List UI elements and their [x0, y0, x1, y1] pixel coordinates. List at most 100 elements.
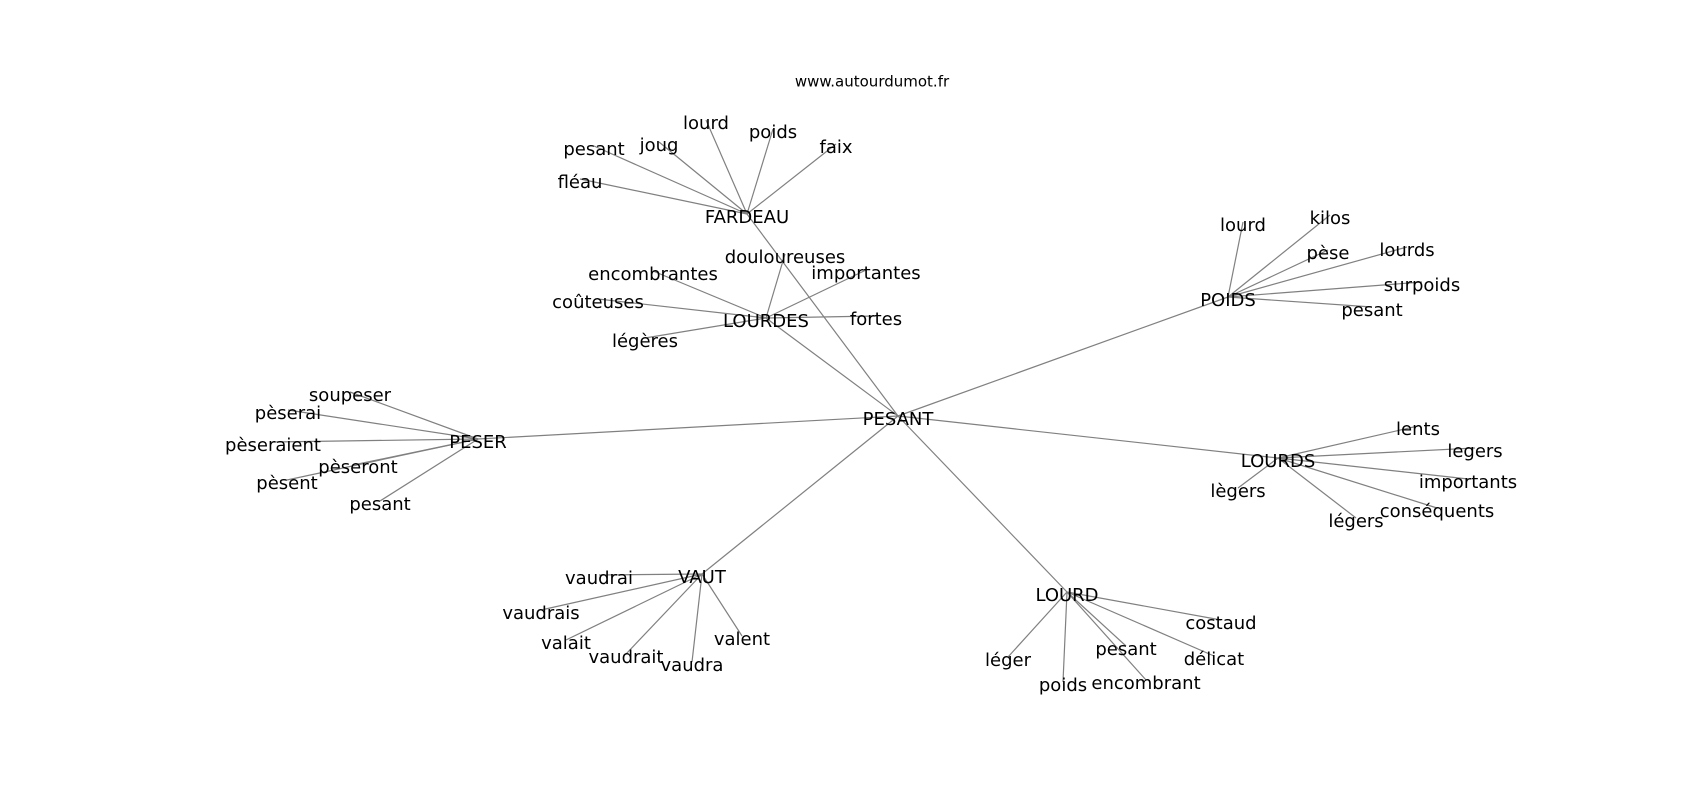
source-url: www.autourdumot.fr [795, 73, 950, 91]
edge-lourds-leaf [1237, 457, 1279, 489]
edge-center-fardeau [746, 213, 899, 417]
node-leaf-fleau: fléau [558, 172, 603, 193]
edge-peser-leaf [286, 438, 479, 481]
edge-lourds-leaf [1277, 457, 1357, 519]
edge-poids-leaf [1227, 221, 1244, 298]
edge-center-peser [477, 415, 899, 440]
edge-vaut-leaf [625, 573, 703, 655]
edge-fardeau-leaf [746, 143, 837, 215]
node-leaf-encombrant: encombrant [1091, 673, 1200, 694]
node-leaf-costaud: costaud [1185, 613, 1256, 634]
edge-peser-leaf [272, 438, 479, 443]
edge-lourdes-leaf [597, 298, 767, 319]
edge-center-lourds [897, 415, 1279, 459]
node-leaf-soupeser: soupeser [309, 385, 392, 406]
node-leaf-valent: valent [714, 629, 770, 650]
node-hub-poids: POIDS [1200, 290, 1256, 311]
node-hub-lourds: LOURDS [1241, 451, 1316, 472]
node-leaf-peseraient: pèseraient [225, 435, 321, 456]
edge-center-lourdes [765, 317, 899, 417]
node-leaf-vaudrai: vaudrai [565, 568, 633, 589]
node-hub-vaut: VAUT [678, 567, 727, 588]
node-leaf-pesant: pesant [563, 139, 624, 160]
edge-lourds-leaf [1277, 457, 1438, 509]
edge-lourdes-leaf [765, 269, 867, 319]
node-leaf-fortes: fortes [850, 309, 902, 330]
node-leaf-pesent: pèsent [256, 473, 317, 494]
node-leaf-joug: joug [639, 135, 679, 156]
node-leaf-importants: importants [1419, 472, 1517, 493]
edge-lourd-leaf [1066, 591, 1215, 657]
edge-vaut-leaf [598, 573, 703, 576]
node-leaf-couteuses: coûteuses [552, 292, 644, 313]
edge-lourdes-leaf [652, 270, 767, 319]
edge-lourds-leaf [1277, 447, 1476, 459]
node-leaf-surpoids: surpoids [1384, 275, 1460, 296]
node-leaf-vaudra: vaudra [661, 655, 724, 676]
node-leaf-pesant: pesant [1341, 300, 1402, 321]
edge-vaut-leaf [691, 573, 703, 663]
node-leaf-valait: valait [541, 633, 591, 654]
graph-edges [272, 119, 1476, 683]
graph-labels: www.autourdumot.fr PESANT FARDEAU fléau … [225, 73, 1517, 697]
edge-vaut-leaf [701, 573, 743, 637]
node-leaf-lents: lents [1396, 419, 1440, 440]
node-leaf-legers-grave: lègers [1210, 481, 1265, 502]
edge-lourds-leaf [1277, 457, 1469, 480]
node-leaf-importantes: importantes [811, 263, 920, 284]
node-leaf-lourds: lourds [1379, 240, 1434, 261]
node-leaf-poids: poids [749, 122, 797, 143]
edge-lourdes-leaf [765, 253, 786, 319]
edge-lourd-leaf [1066, 591, 1127, 647]
edge-lourdes-leaf [765, 315, 877, 319]
node-leaf-pesant: pesant [1095, 639, 1156, 660]
node-leaf-encombrantes: encombrantes [588, 264, 718, 285]
edge-peser-leaf [287, 409, 479, 440]
edge-fardeau-leaf [658, 141, 748, 215]
node-leaf-faix: faix [819, 137, 852, 158]
node-leaf-lourd: lourd [683, 113, 729, 134]
edge-peser-leaf [379, 438, 479, 502]
edge-peser-leaf [349, 391, 479, 440]
edge-lourds-leaf [1277, 425, 1419, 459]
edge-poids-leaf [1227, 249, 1329, 298]
node-leaf-consequents: conséquents [1380, 501, 1495, 522]
edge-fardeau-leaf [705, 119, 748, 215]
node-leaf-douloureuses: douloureuses [725, 247, 846, 268]
node-hub-peser: PESER [449, 432, 507, 453]
node-hub-fardeau: FARDEAU [705, 207, 789, 228]
edge-poids-leaf [1227, 246, 1408, 298]
edge-vaut-leaf [540, 573, 703, 611]
node-leaf-peserai: pèserai [255, 403, 321, 424]
edge-poids-leaf [1227, 281, 1423, 298]
node-leaf-pesant: pesant [349, 494, 410, 515]
edge-center-vaut [701, 415, 899, 575]
edge-fardeau-leaf [746, 128, 774, 215]
node-leaf-legers-acute: légers [1328, 511, 1383, 532]
edge-lourd-leaf [1062, 591, 1068, 683]
node-leaf-lourd: lourd [1220, 215, 1266, 236]
edge-lourd-leaf [1066, 591, 1147, 681]
node-center: PESANT [863, 409, 935, 430]
node-leaf-poids: poids [1039, 675, 1087, 696]
edge-lourd-leaf [1066, 591, 1222, 621]
edge-center-lourd [897, 415, 1068, 593]
node-leaf-leger: léger [985, 650, 1032, 671]
node-leaf-pese: pèse [1307, 243, 1350, 264]
edge-poids-leaf [1227, 296, 1373, 308]
edge-fardeau-leaf [593, 145, 748, 215]
node-leaf-legeres: légères [612, 331, 678, 352]
edge-vaut-leaf [565, 573, 703, 641]
edge-center-poids [897, 296, 1229, 417]
node-leaf-peseront: pèseront [318, 457, 397, 478]
node-leaf-delicat: délicat [1184, 649, 1245, 670]
edge-lourd-leaf [1007, 591, 1068, 658]
node-leaf-vaudrait: vaudrait [588, 647, 663, 668]
node-leaf-legers: legers [1447, 441, 1502, 462]
edge-fardeau-leaf [579, 178, 748, 215]
edge-lourdes-leaf [644, 317, 767, 339]
edge-poids-leaf [1227, 214, 1331, 298]
node-leaf-vaudrais: vaudrais [502, 603, 579, 624]
node-leaf-kilos: kilos [1310, 208, 1351, 229]
